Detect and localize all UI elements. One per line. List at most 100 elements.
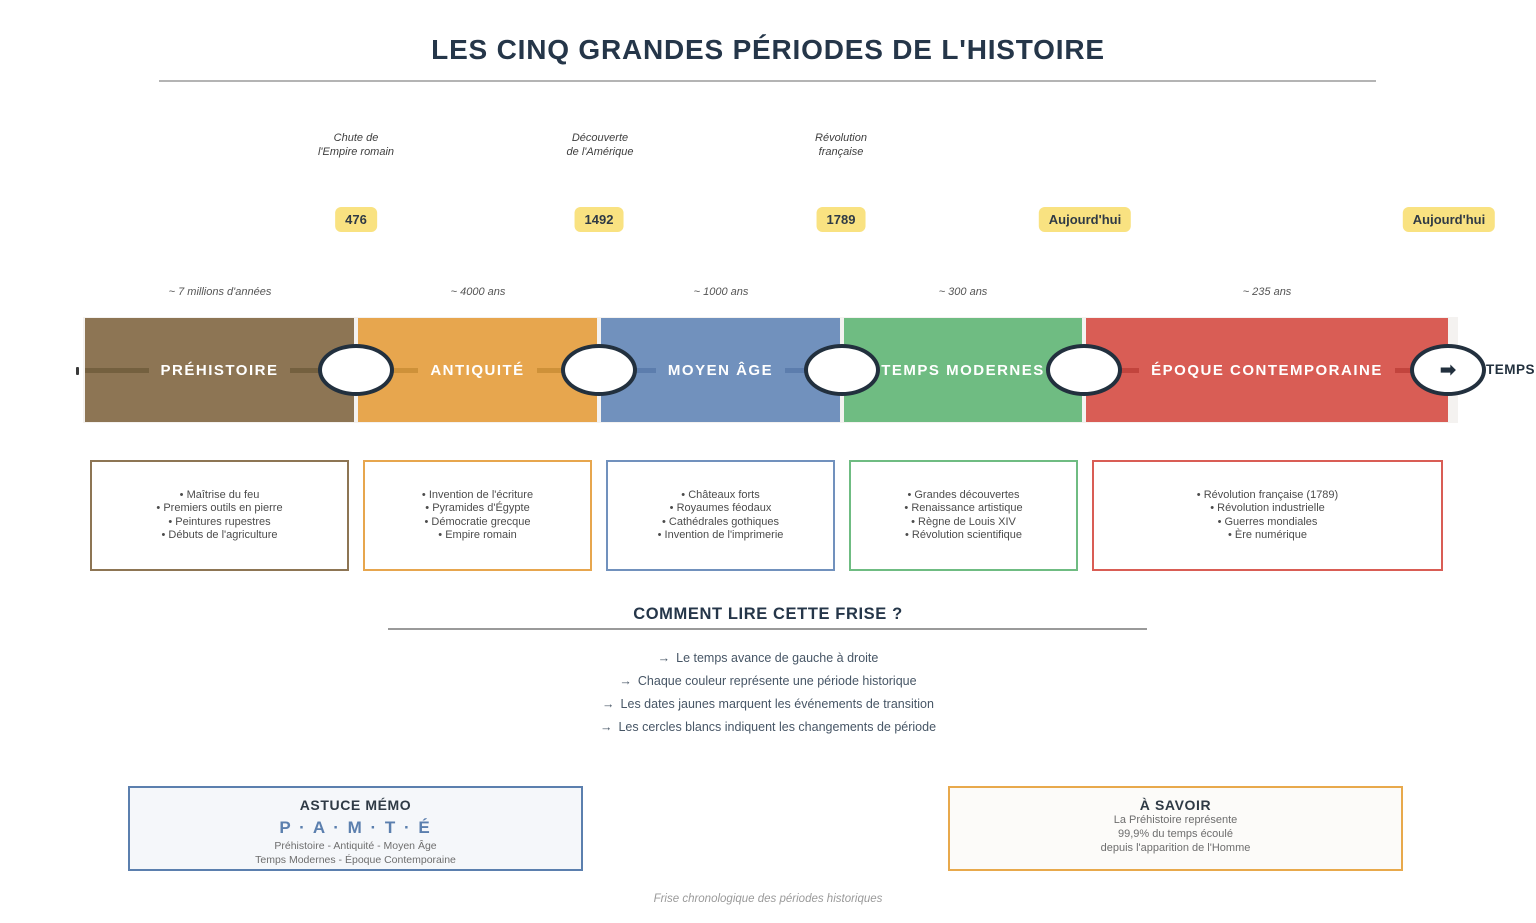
detail-text: Pyramides d'Égypte xyxy=(432,502,530,514)
event-label-chute-empire-romain: Chute de l'Empire romain xyxy=(318,131,394,159)
event-label-line: l'Empire romain xyxy=(317,146,395,158)
bullet-icon: • xyxy=(905,529,909,541)
detail-text: Démocratie grecque xyxy=(431,515,531,528)
timeline-start-tick xyxy=(76,367,79,375)
detail-text: Châteaux forts xyxy=(688,488,760,501)
bullet-icon: • xyxy=(179,488,184,501)
transition-circle-1789 xyxy=(804,344,880,396)
arrow-right-icon: → xyxy=(657,651,671,665)
astuce-memo-box: ASTUCE MÉMO P · A · M · T · É Préhistoir… xyxy=(128,786,583,871)
memo-line: Temps Modernes - Époque Contemporaine xyxy=(255,854,456,866)
info-title: À SAVOIR xyxy=(1139,797,1212,813)
detail-text: Maîtrise du feu xyxy=(186,488,260,501)
detail-item: • Invention de l'écriture xyxy=(365,489,590,503)
period-name: TEMPS MODERNES xyxy=(869,359,1057,381)
page-title: LES CINQ GRANDES PÉRIODES DE L'HISTOIRE xyxy=(431,34,1105,65)
detail-text: Peintures rupestres xyxy=(175,515,271,528)
event-label-line: Découverte xyxy=(571,132,629,144)
detail-item: • Châteaux forts xyxy=(608,489,833,503)
duration-moyen-age: ~ 1000 ans xyxy=(693,286,749,298)
rule-item: → Chaque couleur représente une période h… xyxy=(0,675,1536,688)
memo-title: ASTUCE MÉMO xyxy=(299,797,412,813)
period-band-epoque-contemporaine: ÉPOQUE CONTEMPORAINE xyxy=(1086,318,1448,422)
duration-antiquite: ~ 4000 ans xyxy=(450,286,506,298)
date-badge-aujourdhui-2: Aujourd'hui xyxy=(1402,207,1496,232)
event-label-line: Chute de xyxy=(333,132,379,144)
event-label-decouverte-amerique: Découverte de l'Amérique xyxy=(567,131,634,159)
period-band-moyen-age: MOYEN ÂGE xyxy=(601,318,840,422)
duration-epoque-contemporaine: ~ 235 ans xyxy=(1242,286,1292,298)
period-name: MOYEN ÂGE xyxy=(655,359,786,381)
bullet-icon: • xyxy=(1210,502,1215,514)
details-antiquite: • Invention de l'écriture • Pyramides d'… xyxy=(363,460,592,571)
duration-prehistoire: ~ 7 millions d'années xyxy=(168,286,272,298)
details-temps-modernes: • Grandes découvertes • Renaissance arti… xyxy=(849,460,1078,571)
event-label-line: française xyxy=(818,146,864,158)
arrow-right-icon: → xyxy=(619,674,632,688)
bullet-icon: • xyxy=(156,502,161,514)
info-line: 99,9% du temps écoulé xyxy=(1118,828,1233,840)
period-name: PRÉHISTOIRE xyxy=(148,359,291,381)
detail-item: • Guerres mondiales xyxy=(1094,516,1441,530)
detail-item: • Renaissance artistique xyxy=(851,502,1076,516)
detail-text: Invention de l'écriture xyxy=(428,488,534,501)
detail-item: • Révolution française (1789) xyxy=(1094,489,1441,503)
detail-item: • Grandes découvertes xyxy=(851,489,1076,503)
bullet-icon: • xyxy=(1217,515,1222,528)
bullet-icon: • xyxy=(168,515,173,528)
how-to-read-heading: COMMENT LIRE CETTE FRISE ? xyxy=(633,605,903,623)
transition-circle-aujourdhui xyxy=(1046,344,1122,396)
event-label-line: de l'Amérique xyxy=(566,146,634,158)
rule-text: Chaque couleur représente une période hi… xyxy=(637,674,917,688)
bullet-icon: • xyxy=(424,515,429,528)
detail-item: • Royaumes féodaux xyxy=(608,502,833,516)
transition-circle-1492 xyxy=(561,344,637,396)
detail-item: • Ère numérique xyxy=(1094,529,1441,543)
date-badge-476: 476 xyxy=(335,207,377,232)
period-name: ÉPOQUE CONTEMPORAINE xyxy=(1139,359,1395,381)
detail-text: Débuts de l'agriculture xyxy=(168,529,278,541)
detail-text: Renaissance artistique xyxy=(911,502,1023,514)
detail-item: • Empire romain xyxy=(365,529,590,543)
arrow-right-icon: → xyxy=(602,697,615,711)
how-to-read-rules: →Le temps avance de gauche à droite → Cha… xyxy=(0,652,1536,744)
detail-item: • Peintures rupestres xyxy=(92,516,347,530)
detail-item: • Débuts de l'agriculture xyxy=(92,529,347,543)
bullet-icon: • xyxy=(681,488,686,501)
bullet-icon: • xyxy=(421,488,426,501)
detail-text: Empire romain xyxy=(445,529,517,541)
bullet-icon: • xyxy=(1196,488,1201,501)
detail-text: Révolution industrielle xyxy=(1217,502,1325,514)
bullet-icon: • xyxy=(904,502,909,514)
rule-item: →Les dates jaunes marquent les événement… xyxy=(0,698,1536,711)
info-line: La Préhistoire représente xyxy=(1113,814,1238,826)
detail-text: Cathédrales gothiques xyxy=(668,515,779,528)
detail-item: • Invention de l'imprimerie xyxy=(608,529,833,543)
period-band-temps-modernes: TEMPS MODERNES xyxy=(844,318,1082,422)
detail-text: Premiers outils en pierre xyxy=(163,502,283,514)
rule-item: → Les cercles blancs indiquent les change… xyxy=(0,721,1536,734)
detail-item: • Cathédrales gothiques xyxy=(608,516,833,530)
title-divider xyxy=(159,80,1376,82)
bullet-icon: • xyxy=(657,529,662,541)
right-arrow-icon: ➡ xyxy=(1440,359,1456,381)
bullet-icon: • xyxy=(662,515,666,528)
event-label-line: Révolution xyxy=(815,132,867,144)
detail-item: • Pyramides d'Égypte xyxy=(365,502,590,516)
detail-item: • Règne de Louis XIV xyxy=(851,516,1076,530)
detail-text: Révolution française (1789) xyxy=(1203,488,1339,501)
rule-text: Les cercles blancs indiquent les changem… xyxy=(618,720,937,734)
period-band-antiquite: ANTIQUITÉ xyxy=(358,318,597,422)
bullet-icon: • xyxy=(161,529,166,541)
arrow-right-icon: → xyxy=(599,720,613,734)
detail-text: Ère numérique xyxy=(1234,529,1308,541)
bullet-icon: • xyxy=(438,529,443,541)
details-prehistoire: • Maîtrise du feu • Premiers outils en p… xyxy=(90,460,349,571)
rule-item: →Le temps avance de gauche à droite xyxy=(0,652,1536,665)
timeline-end-circle: ➡ xyxy=(1410,344,1486,396)
detail-item: • Premiers outils en pierre xyxy=(92,502,347,516)
period-name: ANTIQUITÉ xyxy=(418,359,537,381)
memo-mnemonic: P · A · M · T · É xyxy=(279,818,432,837)
duration-temps-modernes: ~ 300 ans xyxy=(938,286,988,298)
